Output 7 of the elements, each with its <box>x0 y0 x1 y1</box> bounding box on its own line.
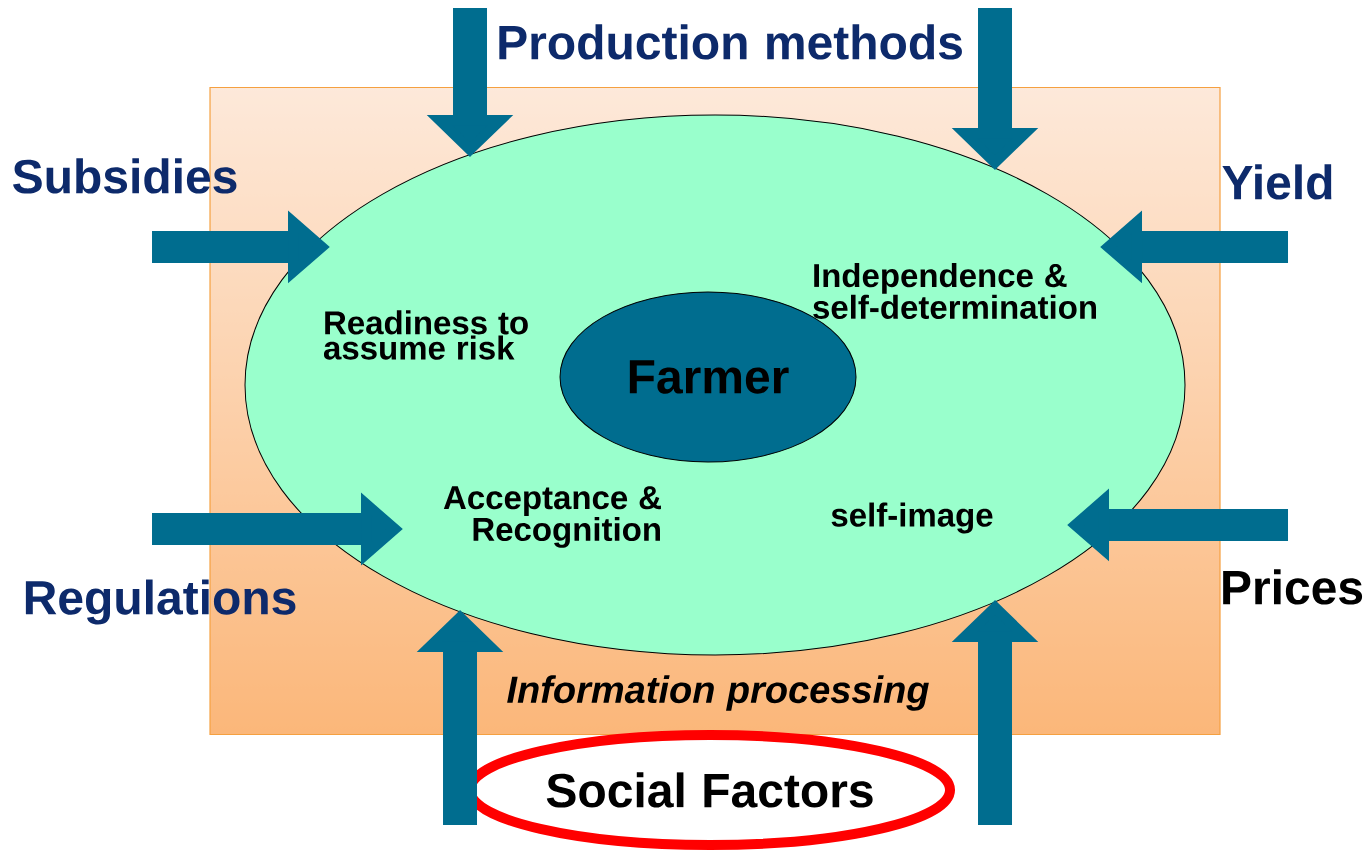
factor-label: Yield <box>1222 164 1332 200</box>
ellipse-text: self-image <box>831 502 993 534</box>
ellipse-text: Acceptance & Recognition <box>443 486 661 548</box>
ellipse-text: Readiness to assume risk <box>324 310 528 360</box>
caption-text: Information processing <box>507 675 929 711</box>
factor-label: Prices <box>1223 569 1363 605</box>
factor-label: Production methods <box>499 24 962 60</box>
